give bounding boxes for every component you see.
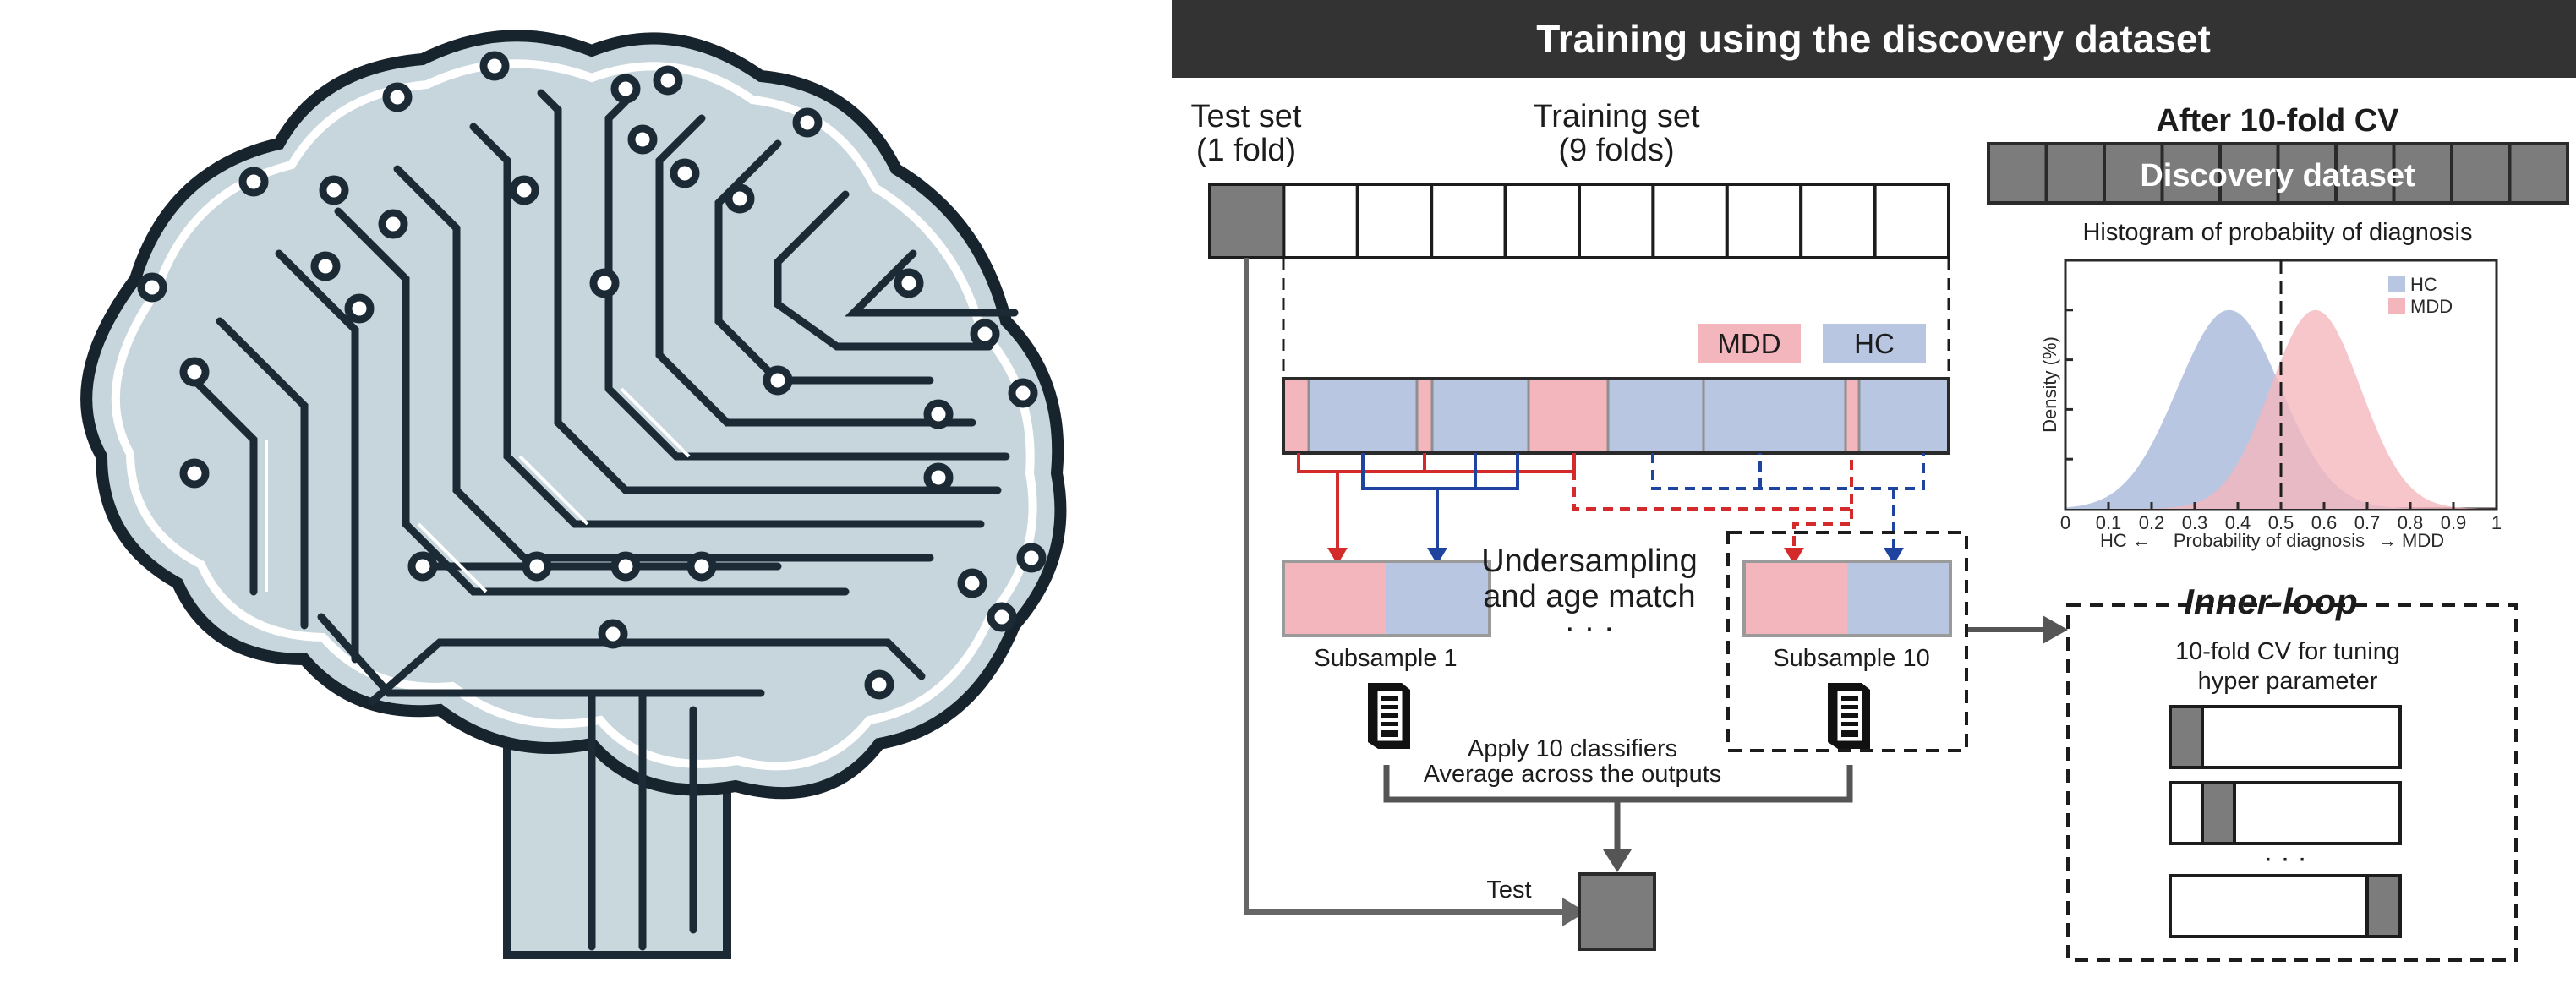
training-fold-cell xyxy=(1799,183,1877,259)
mixed-sample-bar xyxy=(1282,377,1950,455)
inner-loop-arrowhead xyxy=(2043,615,2068,644)
discovery-dataset-strip xyxy=(1987,142,2569,205)
header-bar: Training using the discovery dataset xyxy=(1172,0,2576,78)
histogram-title: Histogram of probabiity of diagnosis xyxy=(2082,219,2472,246)
x-tick-label: 0.9 xyxy=(2441,512,2467,533)
subsample-10-block xyxy=(1742,560,1952,637)
average-arrowhead xyxy=(1603,849,1632,872)
discovery-fold-cell xyxy=(1987,142,2048,205)
x-tick-label: 0.5 xyxy=(2268,512,2294,533)
arrowhead-mdd-sub1 xyxy=(1327,548,1348,565)
after-cv-title: After 10-fold CV xyxy=(2156,103,2399,139)
x-tick-label: 1 xyxy=(2491,512,2502,533)
subsample-1-block xyxy=(1282,560,1491,637)
legend-swatch-hc xyxy=(2388,276,2405,292)
arrowhead-hc-sub10 xyxy=(1884,548,1904,565)
discovery-fold-cell xyxy=(2160,142,2222,205)
average-outputs-label: Average across the outputs xyxy=(1424,761,1722,788)
subsample-10-dashed-frame xyxy=(1726,531,1968,752)
inner-fold-ellipsis: · · · xyxy=(2263,842,2306,873)
test-set-label: Test set xyxy=(1191,99,1302,134)
x-tick-label: 0.3 xyxy=(2182,512,2208,533)
subsample-ellipsis: · · · xyxy=(1564,610,1614,646)
undersampling-label: Undersampling xyxy=(1481,543,1698,579)
training-fold-cell xyxy=(1873,183,1951,259)
inner-loop-frame xyxy=(2066,603,2518,962)
circuit-highlights xyxy=(265,387,691,593)
circuit-brain-icon xyxy=(80,30,1067,959)
test-path-line xyxy=(1244,258,1564,915)
x-tick-label: 0.7 xyxy=(2354,512,2381,533)
sampling-arrows-subsample-10 xyxy=(1572,453,1925,549)
x-tick-label: 0.4 xyxy=(2225,512,2251,533)
header-title: Training using the discovery dataset xyxy=(1536,17,2211,61)
test-result-box xyxy=(1578,872,1656,951)
subsample-1-label: Subsample 1 xyxy=(1314,645,1457,672)
hc-legend-label: HC xyxy=(1854,328,1895,359)
x-tick-label: 0.6 xyxy=(2311,512,2338,533)
hc-legend-swatch xyxy=(1823,324,1926,363)
fold-strip xyxy=(1208,183,1951,259)
apply-classifiers-label: Apply 10 classifiers xyxy=(1468,735,1677,762)
training-fold-cell xyxy=(1503,183,1581,259)
x-tick-label: 0.8 xyxy=(2398,512,2424,533)
discovery-fold-cell xyxy=(2044,142,2106,205)
inner-fold-row-2 xyxy=(2169,781,2402,845)
test-fold-cell xyxy=(1208,183,1286,259)
training-fold-cell xyxy=(1651,183,1729,259)
inner-loop-desc-line2: hyper parameter xyxy=(2198,668,2378,695)
test-set-sublabel: (1 fold) xyxy=(1196,133,1296,168)
legend-swatch-mdd xyxy=(2388,298,2405,314)
training-fold-cell xyxy=(1355,183,1434,259)
x-axis-label: Probability of diagnosis xyxy=(2174,530,2365,551)
inner-loop-desc-line1: 10-fold CV for tuning xyxy=(2175,638,2400,665)
discovery-fold-cell xyxy=(2334,142,2396,205)
x-axis-label-right: → MDD xyxy=(2378,530,2444,551)
inner-fold-row-10 xyxy=(2169,874,2402,938)
training-fold-cell xyxy=(1430,183,1507,259)
legend-label-hc: HC xyxy=(2410,274,2437,295)
computer-icon-subsample-10 xyxy=(1828,683,1870,749)
training-fold-cell xyxy=(1725,183,1803,259)
mdd-legend-swatch xyxy=(1698,324,1801,363)
mdd-legend-label: MDD xyxy=(1717,328,1780,359)
probability-histogram-chart: 0 0.1 0.2 0.3 0.4 0.5 0.6 0.7 0.8 0.9 1 HC ← Probabi… xyxy=(2039,259,2502,551)
x-tick-label: 0 xyxy=(2060,512,2070,533)
training-set-label: Training set xyxy=(1533,99,1700,134)
inner-loop-title: Inner-loop xyxy=(2184,582,2357,621)
x-axis-label-left: HC ← xyxy=(2100,530,2151,551)
x-tick-label: 0.2 xyxy=(2139,512,2165,533)
circuit-traces xyxy=(182,89,1019,951)
training-fold-cell xyxy=(1282,183,1359,259)
discovery-dataset-label: Discovery dataset xyxy=(2140,158,2415,194)
computer-icon-subsample-1 xyxy=(1368,683,1410,749)
subsample-10-label: Subsample 10 xyxy=(1773,645,1929,672)
sampling-arrows-subsample-1 xyxy=(1297,453,1576,549)
arrowhead-hc-sub1 xyxy=(1427,548,1447,565)
training-fold-cell xyxy=(1578,183,1655,259)
test-path-arrowhead xyxy=(1562,898,1586,926)
test-path-label: Test xyxy=(1486,877,1531,904)
discovery-fold-cell xyxy=(2450,142,2512,205)
x-tick-label: 0.1 xyxy=(2096,512,2122,533)
age-match-label: and age match xyxy=(1483,579,1695,614)
arrowhead-mdd-sub10 xyxy=(1784,548,1804,565)
discovery-fold-cell xyxy=(2508,142,2569,205)
training-set-sublabel: (9 folds) xyxy=(1558,133,1674,168)
discovery-fold-cell xyxy=(2218,142,2280,205)
circuit-nodes xyxy=(137,51,1047,700)
legend-label-mdd: MDD xyxy=(2410,296,2453,317)
inner-fold-row-1 xyxy=(2169,705,2402,769)
y-axis-label: Density (%) xyxy=(2039,336,2060,433)
